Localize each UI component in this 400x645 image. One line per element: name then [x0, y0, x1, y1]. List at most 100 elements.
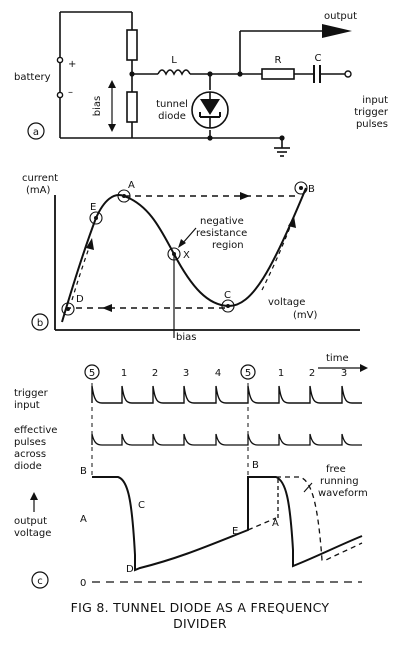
- iv-point-dots: [66, 186, 303, 311]
- trace-c-to-b: [261, 221, 293, 291]
- output-label-2: voltage: [14, 528, 51, 539]
- pulse-number-labels: 5 1 2 3 4 5 1 2 3: [84, 364, 347, 380]
- effective-label-2: pulses: [14, 437, 46, 448]
- svg-text:b: b: [37, 318, 43, 329]
- pulse-number-label: 1: [278, 368, 284, 379]
- inductor-coil: [157, 69, 191, 76]
- iv-curve: [61, 187, 307, 323]
- label-b: B: [308, 184, 315, 195]
- iv-characteristic: [54, 187, 360, 338]
- capacitor-label: C: [315, 53, 322, 64]
- tunnel-diode-label-2: diode: [158, 111, 186, 122]
- current-axis-label-2: (mA): [26, 185, 50, 196]
- input-label-2: trigger: [354, 107, 389, 118]
- label-a: A: [128, 180, 135, 191]
- svg-text:c: c: [37, 576, 43, 587]
- free-running-label-1: free: [326, 464, 346, 475]
- effective-pulses-trace: [91, 433, 362, 446]
- junction-output: [237, 71, 243, 77]
- figure-caption-line-2: DIVIDER: [173, 616, 227, 631]
- point-c: [221, 299, 235, 313]
- junction-wiper: [129, 71, 135, 77]
- wave-label-b1: B: [80, 466, 87, 477]
- tunnel-diode-icon: [191, 91, 229, 129]
- panel-b-letter: b: [31, 313, 49, 331]
- jump-a-b-arrow: [240, 192, 250, 200]
- zero-label: 0: [80, 578, 86, 589]
- output-label: output: [324, 11, 357, 22]
- circuit-diagram: [59, 11, 345, 157]
- jump-c-d-arrow: [102, 304, 112, 312]
- pulse-number-label: 5: [245, 368, 251, 379]
- pulse-number-label: 2: [152, 368, 158, 379]
- pulse-number-label: 3: [341, 368, 347, 379]
- tunnel-diode-label-1: tunnel: [156, 99, 188, 110]
- panel-a-letter: a: [27, 122, 45, 140]
- region-label-1: negative: [200, 216, 244, 227]
- wave-label-c1: C: [138, 500, 145, 511]
- pulse-number-label: 2: [309, 368, 315, 379]
- wave-label-e1: E: [232, 526, 238, 537]
- svg-text:a: a: [33, 127, 39, 138]
- free-running-label-3: waveform: [318, 488, 368, 499]
- point-x: [167, 247, 181, 261]
- pulse-label-circle: [84, 364, 100, 380]
- wave-label-a1: A: [80, 514, 87, 525]
- region-label-3: region: [212, 240, 244, 251]
- resistor-r: [261, 68, 295, 80]
- input-label-3: pulses: [356, 119, 388, 130]
- trace-d-to-e: [71, 244, 91, 301]
- point-d: [61, 302, 75, 316]
- current-axis-label-1: current: [22, 173, 58, 184]
- voltage-axis-label-1: voltage: [268, 297, 305, 308]
- point-b: [294, 181, 308, 195]
- free-running-pointer: [303, 482, 313, 493]
- wave-label-b2: B: [252, 460, 259, 471]
- junction-ground: [279, 135, 285, 141]
- battery-terminal-plus: [56, 56, 64, 64]
- panel-c-letter: c: [31, 571, 49, 589]
- trigger-label-2: input: [14, 400, 40, 411]
- free-running-label-2: running: [320, 476, 359, 487]
- point-e: [89, 211, 103, 225]
- trace-d-e-arrow: [86, 238, 94, 250]
- waveforms: [30, 364, 368, 583]
- region-pointer-head: [178, 239, 186, 248]
- trigger-input-trace: [91, 385, 362, 404]
- effective-label-1: effective: [14, 425, 57, 436]
- point-a: [117, 189, 131, 203]
- label-e: E: [90, 202, 96, 213]
- output-arrow-head: [30, 492, 38, 500]
- resistor-label: R: [275, 55, 282, 66]
- pulse-number-label: 4: [215, 368, 221, 379]
- input-terminal: [344, 70, 352, 78]
- iv-points: [61, 181, 308, 316]
- free-running-trace: [276, 476, 363, 561]
- bias-label: bias: [92, 96, 103, 116]
- pulse-number-label: 1: [121, 368, 127, 379]
- junction-diode: [207, 71, 213, 77]
- pulse-number-label: 5: [89, 368, 95, 379]
- wave-label-d1: D: [126, 564, 134, 575]
- label-x: X: [183, 250, 190, 261]
- output-arrow: [322, 24, 352, 38]
- time-label: time: [326, 353, 349, 364]
- pulse-label-circle: [240, 364, 256, 380]
- bias-axis-label: bias: [176, 332, 196, 343]
- trace-c-b-arrow: [288, 216, 296, 228]
- battery-label: battery: [14, 72, 51, 83]
- bias-arrow-up: [108, 80, 116, 88]
- input-label-1: input: [362, 95, 388, 106]
- battery-terminal-minus: [56, 91, 64, 99]
- trigger-label-1: trigger: [14, 388, 49, 399]
- effective-label-4: diode: [14, 461, 42, 472]
- battery-minus-label: –: [68, 87, 73, 98]
- voltage-axis-label-2: (mV): [293, 310, 317, 321]
- pulse-number-label: 3: [183, 368, 189, 379]
- figure-caption-line-1: FIG 8. TUNNEL DIODE AS A FREQUENCY: [71, 600, 330, 615]
- pot-resistor-bottom: [126, 91, 138, 123]
- effective-label-3: across: [14, 449, 46, 460]
- wave-label-a2: A: [272, 518, 279, 529]
- output-voltage-trace: [92, 476, 363, 572]
